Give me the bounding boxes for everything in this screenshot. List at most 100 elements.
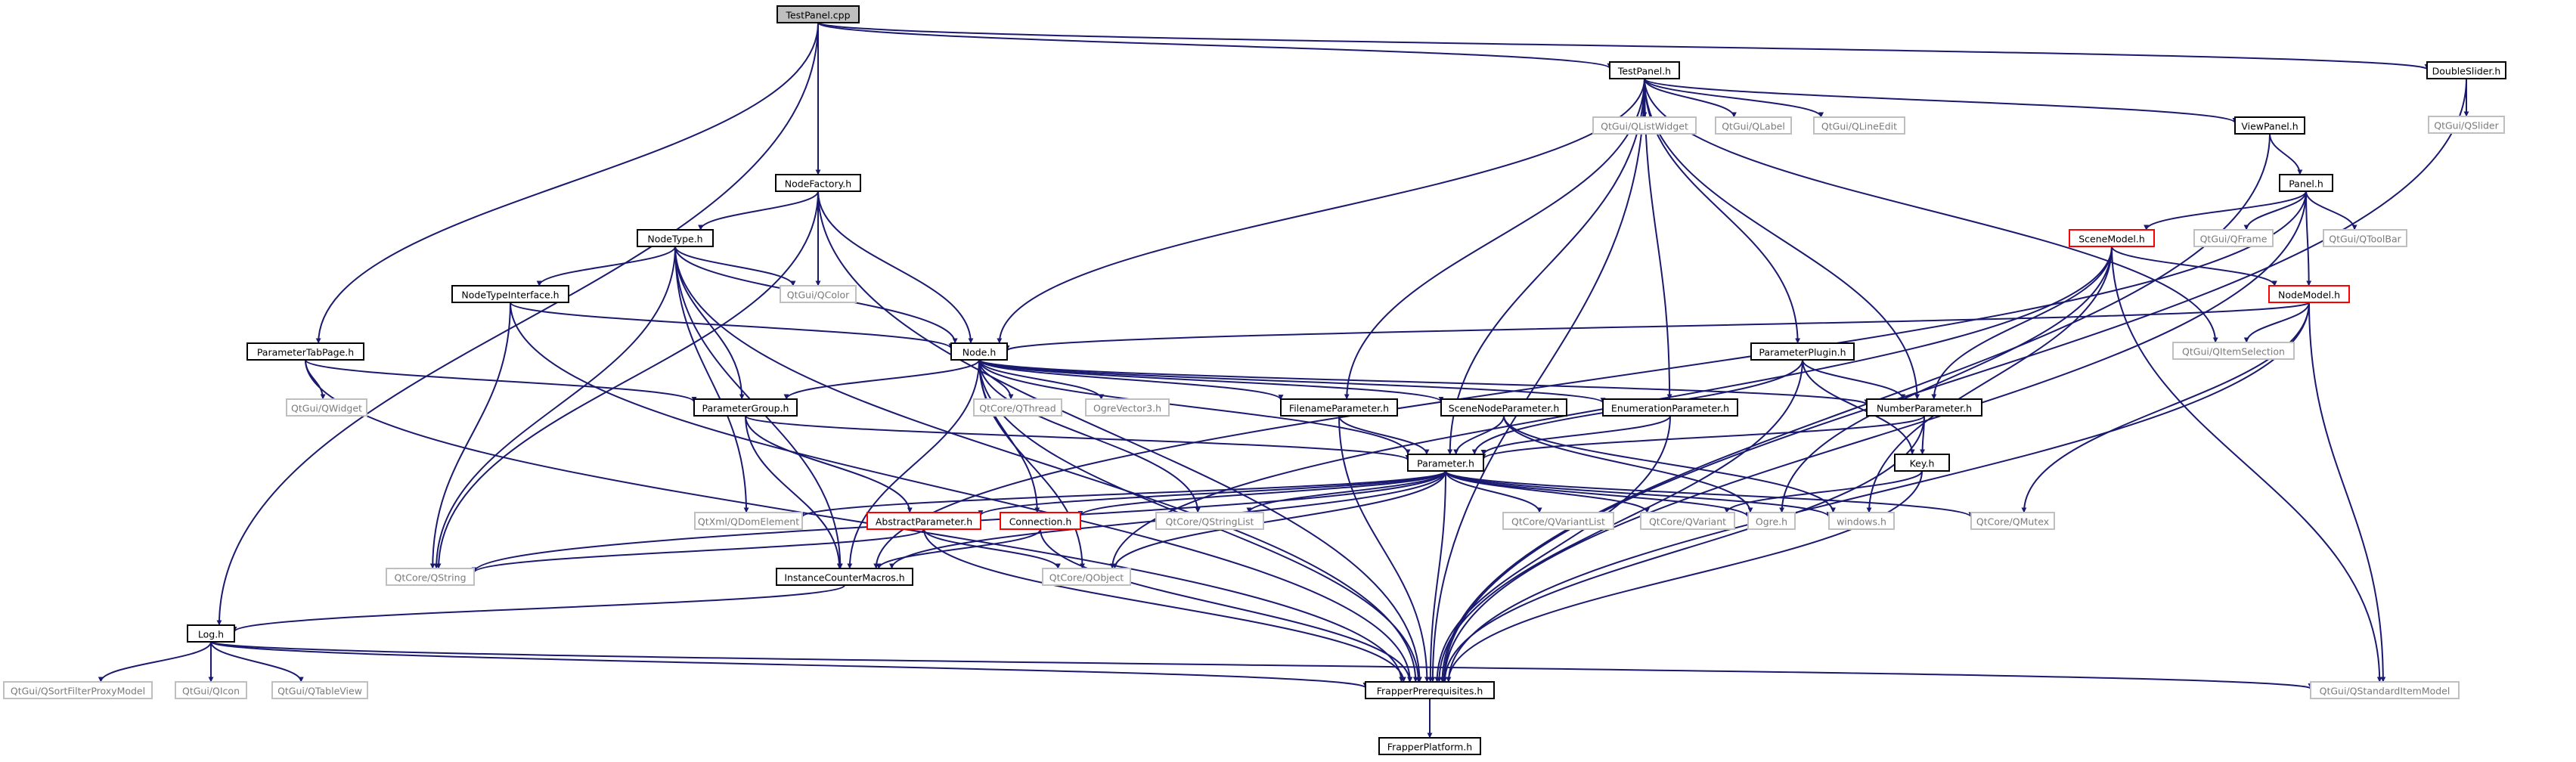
- edge-nodemodel_h-to-node_h: [1004, 302, 2310, 352]
- node-qvariantlist: QtCore/QVariantList: [1502, 512, 1614, 530]
- node-label: ParameterGroup.h: [702, 403, 789, 414]
- edge-key_h-to-frapperprerequisites_h: [1446, 470, 1923, 683]
- node-label: QtCore/QVariant: [1649, 516, 1726, 528]
- edge-filenameparameter_h-to-parameter_h: [1338, 415, 1430, 455]
- node-node-h[interactable]: Node.h: [950, 342, 1008, 361]
- node-label: QtXml/QDomElement: [698, 516, 799, 528]
- node-label: QtGui/QSlider: [2434, 120, 2499, 132]
- edge-parameter_h-to-qvariantlist: [1445, 470, 1542, 513]
- node-nodemodel-h[interactable]: NodeModel.h: [2268, 285, 2350, 303]
- node-qcolor: QtGui/QColor: [780, 285, 857, 303]
- node-nodetypeinterface-h[interactable]: NodeTypeInterface.h: [451, 285, 569, 303]
- edge-filenameparameter_h-to-frapperprerequisites_h: [1338, 415, 1430, 683]
- edge-panel_h-to-instancecountermacros_h: [873, 190, 2307, 569]
- node-ogrevector3: OgreVector3.h: [1085, 398, 1170, 417]
- node-label: NodeType.h: [647, 234, 702, 245]
- node-label: QtGui/QFrame: [2200, 234, 2268, 245]
- node-label: DoubleSlider.h: [2432, 66, 2501, 77]
- edge-nodetype_h-to-qdomelement: [674, 246, 749, 513]
- node-qstring: QtCore/QString: [386, 568, 475, 586]
- edge-parameter_h-to-qdomelement: [799, 470, 1446, 518]
- node-frapperprerequisites-h[interactable]: FrapperPrerequisites.h: [1365, 681, 1495, 699]
- node-label: QtCore/QMutex: [1976, 516, 2049, 528]
- node-qdomelement: QtXml/QDomElement: [694, 512, 803, 530]
- node-numberparameter-h[interactable]: NumberParameter.h: [1866, 398, 1982, 417]
- node-nodefactory-h[interactable]: NodeFactory.h: [775, 174, 861, 192]
- node-label: EnumerationParameter.h: [1611, 403, 1729, 414]
- edge-scenemodel_h-to-windows_h: [1866, 246, 2113, 513]
- node-label: NodeModel.h: [2278, 290, 2340, 301]
- node-label: TestPanel.cpp: [785, 10, 850, 21]
- node-qtoolbar: QtGui/QToolBar: [2323, 229, 2407, 247]
- edge-parametergroup_h-to-abstractparameter_h: [745, 415, 913, 513]
- node-label: InstanceCounterMacros.h: [784, 572, 904, 584]
- node-qsortfilterproxymodel: QtGui/QSortFilterProxyModel: [3, 681, 153, 699]
- edge-nodemodel_h-to-qmutex: [2021, 302, 2310, 513]
- node-parameter-h[interactable]: Parameter.h: [1407, 454, 1484, 472]
- node-parametergroup-h[interactable]: ParameterGroup.h: [693, 398, 798, 417]
- node-qwidget: QtGui/QWidget: [286, 398, 367, 417]
- edge-log_h-to-qsortfilterproxymodel: [98, 641, 212, 683]
- edge-testpanel_h-to-node_h: [997, 78, 1645, 344]
- edge-nodefactory_h-to-qstring: [436, 190, 819, 569]
- node-key-h[interactable]: Key.h: [1894, 454, 1950, 472]
- edge-scenenodeparameter_h-to-windows_h: [1503, 415, 1837, 513]
- node-scenemodel-h[interactable]: SceneModel.h: [2069, 229, 2155, 247]
- node-label: QtGui/QLineEdit: [1821, 121, 1897, 132]
- node-qframe: QtGui/QFrame: [2193, 229, 2274, 247]
- edge-parametergroup_h-to-instancecountermacros_h: [745, 415, 842, 569]
- edge-nodetypeinterface_h-to-node_h: [510, 302, 954, 350]
- edge-instancecountermacros_h-to-log_h: [231, 584, 845, 633]
- node-scenenodeparameter-h[interactable]: SceneNodeParameter.h: [1440, 398, 1567, 417]
- node-label: Panel.h: [2289, 178, 2323, 190]
- node-parameterplugin-h[interactable]: ParameterPlugin.h: [1750, 342, 1855, 361]
- node-filenameparameter-h[interactable]: FilenameParameter.h: [1280, 398, 1398, 417]
- edge-nodemodel_h-to-frapperprerequisites_h: [1446, 302, 2310, 683]
- node-panel-h[interactable]: Panel.h: [2279, 174, 2333, 192]
- node-frapperplatform-h[interactable]: FrapperPlatform.h: [1378, 737, 1481, 755]
- edge-nodefactory_h-to-frapperprerequisites_h: [817, 190, 1423, 683]
- node-label: ParameterTabPage.h: [257, 347, 354, 358]
- node-testpanel-h[interactable]: TestPanel.h: [1609, 61, 1680, 79]
- node-label: QtCore/QString: [394, 572, 466, 584]
- node-connection-h[interactable]: Connection.h: [1000, 512, 1081, 530]
- node-qtableview: QtGui/QTableView: [271, 681, 368, 699]
- node-viewpanel-h[interactable]: ViewPanel.h: [2234, 116, 2305, 135]
- node-instancecountermacros-h[interactable]: InstanceCounterMacros.h: [776, 568, 913, 586]
- edge-parameter_h-to-windows_h: [1445, 470, 1832, 518]
- node-nodetype-h[interactable]: NodeType.h: [637, 229, 714, 247]
- edge-abstractparameter_h-to-qstring: [471, 528, 925, 574]
- edge-scenenodeparameter_h-to-ogre_h: [1503, 415, 1753, 513]
- node-log-h[interactable]: Log.h: [187, 624, 235, 643]
- edge-log_h-to-frapperprerequisites_h: [210, 641, 1369, 689]
- edge-nodetype_h-to-qcolor: [674, 246, 796, 287]
- edge-parameterplugin_h-to-key_h: [1802, 359, 1915, 455]
- node-qthread: QtCore/QThread: [973, 398, 1062, 417]
- node-doubleslider-h[interactable]: DoubleSlider.h: [2426, 61, 2506, 79]
- node-enumerationparameter-h[interactable]: EnumerationParameter.h: [1602, 398, 1738, 417]
- node-qstandarditemmodel: QtGui/QStandardItemModel: [2310, 681, 2460, 699]
- node-testpanel-cpp[interactable]: TestPanel.cpp: [777, 5, 860, 23]
- node-label: Connection.h: [1009, 516, 1072, 528]
- edge-abstractparameter_h-to-frapperprerequisites_h: [923, 528, 1406, 683]
- edge-parameter_h-to-abstractparameter_h: [978, 470, 1446, 516]
- node-label: FrapperPlatform.h: [1387, 742, 1472, 753]
- edge-nodemodel_h-to-qitemselection: [2243, 302, 2310, 343]
- node-label: Node.h: [963, 347, 997, 358]
- edge-scenemodel_h-to-nodemodel_h: [2111, 246, 2277, 287]
- edge-scenenodeparameter_h-to-parameter_h: [1453, 415, 1505, 455]
- node-qstringlist: QtCore/QStringList: [1155, 512, 1264, 530]
- node-label: QtGui/QWidget: [291, 403, 362, 414]
- node-abstractparameter-h[interactable]: AbstractParameter.h: [866, 512, 981, 530]
- edge-parametertabpage_h-to-parametergroup_h: [305, 359, 697, 403]
- node-qitemselection: QtGui/QItemSelection: [2172, 342, 2295, 360]
- edge-panel_h-to-qtoolbar: [2305, 190, 2357, 231]
- node-parametertabpage-h[interactable]: ParameterTabPage.h: [246, 342, 364, 361]
- node-label: QtCore/QThread: [979, 403, 1056, 414]
- node-qvariant: QtCore/QVariant: [1640, 512, 1735, 530]
- edge-abstractparameter_h-to-qobject: [923, 528, 1061, 569]
- edge-nodetype_h-to-frapperprerequisites_h: [674, 246, 1418, 683]
- edge-enumerationparameter_h-to-parameter_h: [1480, 415, 1671, 456]
